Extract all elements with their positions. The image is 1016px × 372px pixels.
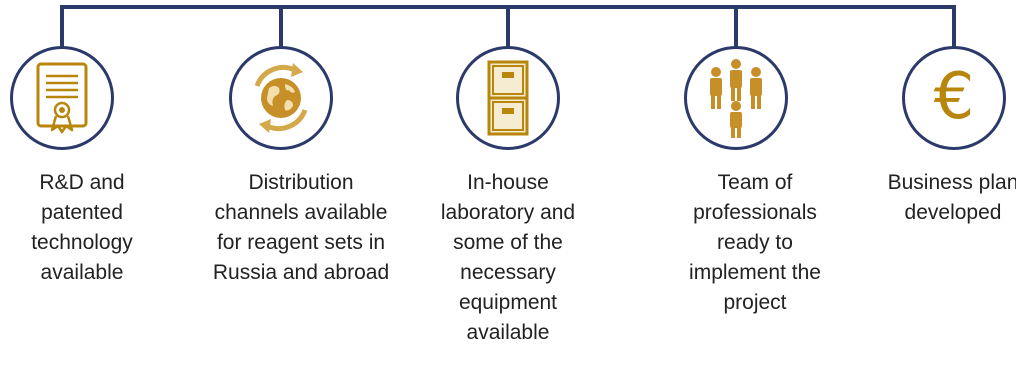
item-circle-team	[684, 46, 788, 150]
item-circle-rnd	[10, 46, 114, 150]
item-label-2: Distribution channels available for reag…	[212, 171, 390, 284]
item-label-1: R&D and patented technology available	[31, 171, 133, 284]
filing-cabinet-icon	[487, 60, 529, 136]
connector-line-2	[279, 5, 283, 71]
team-people-icon	[710, 59, 762, 138]
connector-line-4	[734, 5, 738, 71]
item-label-5: Business plan developed	[887, 171, 1016, 224]
item-label-4: Team of professionals ready to implement…	[689, 171, 821, 314]
connector-line-3	[506, 5, 510, 71]
item-label-3: In-house laboratory and some of the nece…	[440, 171, 576, 344]
item-circle-distribution	[229, 46, 333, 150]
connector-line-1	[60, 5, 64, 71]
globe-arrows-icon	[254, 63, 308, 133]
connector-line-5	[952, 5, 956, 71]
item-circle-business-plan: €	[902, 46, 1006, 150]
certificate-icon	[36, 62, 88, 134]
item-circle-laboratory	[456, 46, 560, 150]
euro-icon: €	[933, 60, 975, 134]
